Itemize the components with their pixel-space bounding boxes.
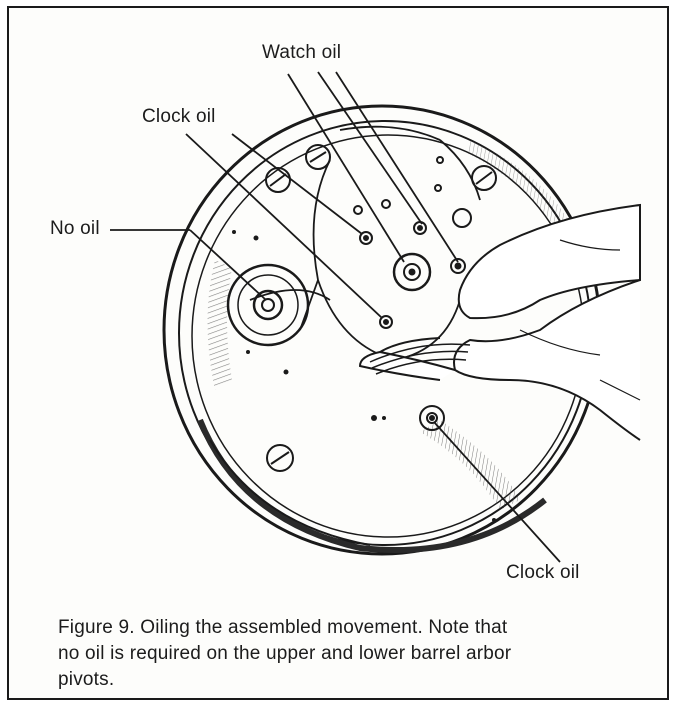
caption-line-3: pivots. xyxy=(58,667,658,693)
no-oil-label: No oil xyxy=(50,218,100,240)
movement-case xyxy=(164,106,600,554)
caption-line-2: no oil is required on the upper and lowe… xyxy=(58,641,658,667)
watch-movement-illustration xyxy=(0,0,681,600)
clock-oil-top-label: Clock oil xyxy=(142,106,216,128)
center-wheel xyxy=(394,254,430,290)
clock-oil-bottom-label: Clock oil xyxy=(506,562,580,584)
watch-oil-label: Watch oil xyxy=(262,42,341,64)
caption-line-1: Figure 9. Oiling the assembled movement.… xyxy=(58,615,658,641)
figure-caption: Figure 9. Oiling the assembled movement.… xyxy=(58,615,658,693)
hand-with-oiler xyxy=(360,205,640,440)
